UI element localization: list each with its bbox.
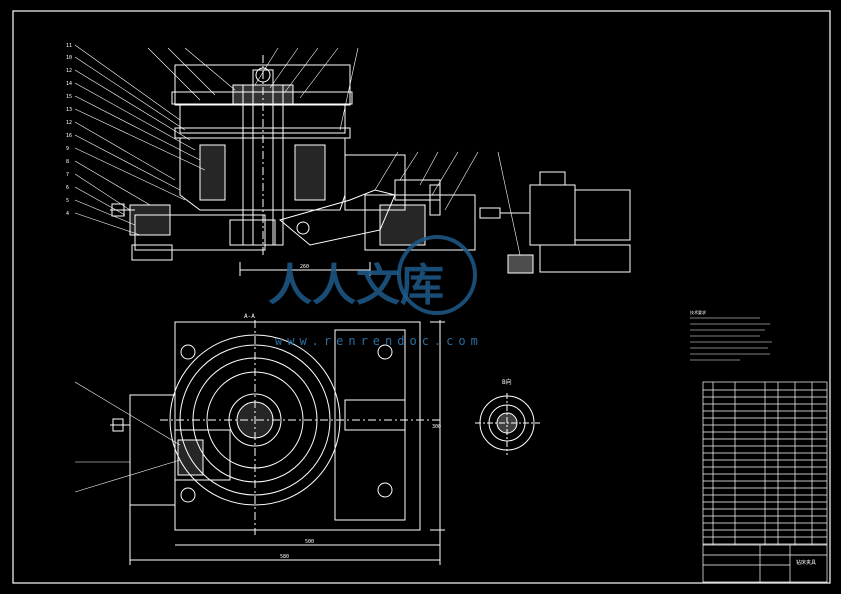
svg-text:12: 12	[66, 68, 72, 74]
bom-table	[702, 381, 828, 583]
plan-leaders	[74, 381, 181, 493]
watermark-brand: 人人文库	[268, 260, 444, 311]
svg-text:13: 13	[66, 107, 72, 113]
section-label-a: A-A	[244, 313, 255, 320]
front-section-view	[110, 55, 631, 276]
svg-text:7: 7	[66, 172, 69, 178]
svg-text:11: 11	[66, 43, 72, 49]
notes-heading: 技术要求	[690, 309, 706, 315]
part-leaders-left	[74, 44, 206, 236]
dimension-top-width: 260	[300, 264, 309, 270]
section-label-b: B向	[502, 378, 512, 386]
watermark-logo-ring	[397, 235, 477, 315]
svg-text:4: 4	[66, 211, 69, 217]
view-b	[475, 393, 540, 455]
svg-text:8: 8	[66, 159, 69, 165]
dimension-plan-overall: 580	[280, 554, 289, 560]
dimension-plan-height: 300	[432, 424, 441, 430]
svg-text:10: 10	[66, 55, 72, 61]
sheet-border	[12, 10, 831, 584]
part-leaders-top	[147, 47, 521, 256]
svg-text:9: 9	[66, 146, 69, 152]
svg-text:12: 12	[66, 120, 72, 126]
svg-text:14: 14	[66, 81, 72, 87]
technical-notes	[690, 317, 772, 361]
svg-text:15: 15	[66, 94, 72, 100]
part-numbers-left: 11 10 12 14 15 13 12 16 9 8 7 6 5 4	[66, 43, 72, 217]
plan-view	[110, 320, 445, 565]
svg-text:5: 5	[66, 198, 69, 204]
svg-text:6: 6	[66, 185, 69, 191]
dimension-plan-width: 500	[305, 539, 314, 545]
watermark-url: www.renrendoc.com	[275, 334, 483, 348]
svg-text:16: 16	[66, 133, 72, 139]
title-block-name: 钻床夹具	[796, 559, 816, 566]
